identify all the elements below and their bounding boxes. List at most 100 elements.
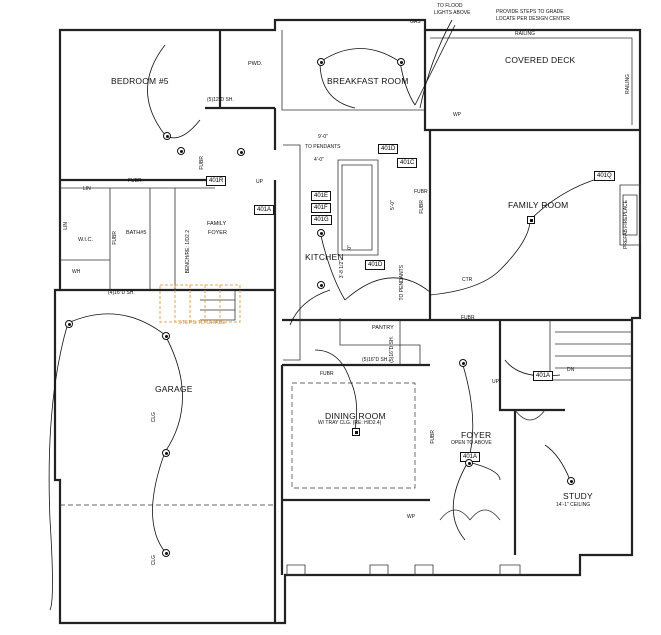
dining-note: W/ TRAY CLG. (RE: H/D2.4) bbox=[318, 420, 382, 426]
light-fixture-icon bbox=[65, 320, 73, 328]
bedroom-label: BEDROOM #5 bbox=[111, 76, 169, 86]
light-fixture-icon bbox=[162, 449, 170, 457]
fubr-label-7: FUBR bbox=[419, 200, 425, 214]
steps-to-grade-outline bbox=[159, 284, 241, 323]
up-label-2: UP bbox=[492, 379, 499, 385]
tag-401a-foyer: 401A bbox=[254, 205, 275, 215]
wiring-dining bbox=[314, 349, 358, 431]
wiring-kitchen bbox=[289, 231, 431, 326]
shelf-pantry-label: (5)16"D SH. bbox=[362, 357, 389, 363]
tag-401g: 401G bbox=[311, 215, 332, 225]
pantry-label: PANTRY bbox=[372, 325, 394, 331]
tag-401c: 401C bbox=[397, 158, 418, 168]
ceiling-fan-box-icon bbox=[527, 216, 535, 224]
steps-note-1: PROVIDE STEPS TO GRADE bbox=[496, 9, 564, 15]
wiring-family bbox=[429, 177, 601, 296]
interior-wall-dining bbox=[280, 363, 430, 575]
dim-3812-label: 3'-8 1/2" bbox=[339, 260, 345, 279]
pantry-walls bbox=[339, 318, 421, 365]
tag-401d-bottom: 401D bbox=[365, 260, 386, 270]
breakfast-bay bbox=[281, 30, 425, 111]
family-room-label: FAMILY ROOM bbox=[508, 200, 569, 210]
kitchen-counters bbox=[283, 144, 379, 361]
tag-401q: 401Q bbox=[594, 171, 615, 181]
wiring-foyer bbox=[452, 361, 571, 541]
powder-room-label: PWD. bbox=[248, 61, 263, 67]
interior-wall-kitchen bbox=[282, 30, 640, 322]
light-fixture-icon bbox=[397, 58, 405, 66]
bench-label: BENCH/RE: 1/D2.2 bbox=[185, 230, 191, 274]
wiring-foyer-upper bbox=[504, 359, 561, 377]
tray-ceiling bbox=[291, 382, 416, 489]
kitchen-label: KITCHEN bbox=[305, 252, 344, 262]
door-swing-study bbox=[514, 409, 546, 421]
covered-deck-label: COVERED DECK bbox=[505, 55, 576, 65]
steps-to-grade-label: STEPS TO GRADE bbox=[178, 320, 227, 326]
wiring-bedroom bbox=[147, 44, 201, 139]
linen-label-2: LIN bbox=[83, 186, 91, 192]
gas-label: GAS bbox=[410, 19, 421, 25]
up-label-1: UP bbox=[256, 179, 263, 185]
railing-label-side: RAILING bbox=[625, 74, 631, 95]
linen-label-1: LIN bbox=[63, 222, 69, 230]
tag-401a-stair: 401A bbox=[533, 371, 554, 381]
fubr-label-2: FUBR bbox=[199, 156, 205, 170]
family-foyer-label-2: FOYER bbox=[208, 230, 227, 236]
shelf-bedroom-label: (5)12"D SH. bbox=[207, 97, 234, 103]
flood-note-2: LIGHTS ABOVE bbox=[434, 10, 471, 16]
light-fixture-icon bbox=[177, 147, 185, 155]
tag-401e: 401E bbox=[311, 191, 332, 201]
light-fixture-icon bbox=[163, 132, 171, 140]
to-pendants-label-1: TO PENDANTS bbox=[305, 144, 341, 150]
study-note: 14'-1" CEILING bbox=[556, 502, 591, 508]
to-pendants-label-2: TO PENDANTS bbox=[399, 265, 405, 301]
light-fixture-icon bbox=[465, 459, 473, 467]
wp-label-top: WP bbox=[453, 112, 462, 118]
fubr-label-6: FUBR bbox=[430, 430, 436, 444]
light-fixture-icon bbox=[567, 477, 575, 485]
dim-9-label: 9'-0" bbox=[318, 134, 328, 140]
family-stair bbox=[200, 289, 236, 321]
flood-note-1: TO FLOOD bbox=[437, 3, 463, 9]
shelf-pantry-vertical-label: (5)16"D SH. bbox=[389, 336, 395, 363]
light-fixture-icon bbox=[459, 359, 467, 367]
family-foyer-label-1: FAMILY bbox=[207, 221, 227, 227]
exterior-wall bbox=[53, 18, 642, 625]
clg-label-1: CLG bbox=[151, 412, 157, 423]
dining-room-label: DINING ROOM bbox=[325, 411, 386, 421]
dim-0-label: 0" bbox=[347, 245, 353, 250]
light-fixture-icon bbox=[317, 281, 325, 289]
tag-401f: 401F bbox=[311, 203, 331, 213]
light-fixture-icon bbox=[237, 148, 245, 156]
light-fixture-icon bbox=[317, 229, 325, 237]
ctr-label: CTR bbox=[462, 277, 473, 283]
prefab-fireplace-label: PREFAB FIREPLACE bbox=[623, 200, 629, 249]
dn-label: DN bbox=[567, 367, 575, 373]
tag-401d-top: 401D bbox=[378, 144, 399, 154]
light-fixture-icon bbox=[317, 58, 325, 66]
covered-deck-rail bbox=[430, 37, 633, 125]
clg-label-2: CLG bbox=[151, 555, 157, 566]
light-fixture-icon bbox=[162, 549, 170, 557]
fireplace bbox=[619, 184, 641, 246]
fubr-label-3: FUBR bbox=[112, 231, 118, 245]
wiring-garage bbox=[48, 313, 183, 611]
shelf-garage-label: (4)16"D SH. bbox=[108, 290, 135, 296]
foyer-note: OPEN TO ABOVE bbox=[451, 440, 492, 446]
breakfast-room-label: BREAKFAST ROOM bbox=[327, 76, 409, 86]
water-heater-label: WH bbox=[72, 269, 81, 275]
foyer-label: FOYER bbox=[461, 430, 492, 440]
bath-label: BATH#5 bbox=[126, 230, 147, 236]
wic-label: W.I.C. bbox=[78, 237, 93, 243]
tag-401r: 401R bbox=[206, 176, 227, 186]
stair-foyer bbox=[549, 320, 632, 381]
garage-label: GARAGE bbox=[155, 384, 193, 394]
interior-wall-bedroom bbox=[60, 30, 277, 182]
fubr-label-4: FUBR bbox=[461, 315, 475, 321]
railing-label-top: RAILING bbox=[515, 31, 536, 37]
fr-label: FUBR bbox=[414, 189, 428, 195]
ceiling-fan-box-icon bbox=[352, 428, 360, 436]
wiring-breakfast bbox=[319, 19, 456, 109]
light-fixture-icon bbox=[162, 332, 170, 340]
bay-windows bbox=[286, 564, 521, 576]
